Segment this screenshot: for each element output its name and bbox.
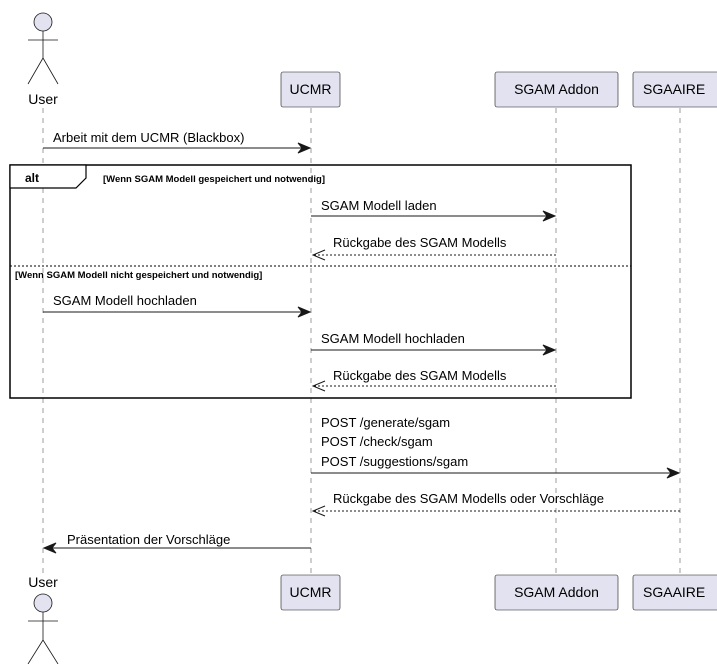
message-label-2: SGAM Modell laden <box>321 198 437 213</box>
alt-fragment: alt [Wenn SGAM Modell gespeichert und no… <box>9 164 632 399</box>
alt-condition-2: [Wenn SGAM Modell nicht gespeichert und … <box>15 270 262 281</box>
actor-head-icon-bottom <box>33 593 53 613</box>
actor-head-icon <box>33 12 53 32</box>
message-label-7-line-2: POST /check/sgam <box>321 434 433 449</box>
participant-label-sgam-addon-bottom: SGAM Addon <box>514 584 599 600</box>
message-label-7-line-3: POST /suggestions/sgam <box>321 454 468 469</box>
alt-condition-1: [Wenn SGAM Modell gespeichert und notwen… <box>103 174 325 185</box>
message-label-8: Rückgabe des SGAM Modells oder Vorschläg… <box>333 491 604 506</box>
participant-ucmr-bottom: UCMR <box>280 574 341 611</box>
participant-label-sgam-addon-top: SGAM Addon <box>514 81 599 97</box>
participant-sgaaire-top: SGAAIRE <box>632 71 717 108</box>
alt-label: alt <box>25 171 39 185</box>
participant-label-user-top: User <box>28 91 58 107</box>
participant-label-ucmr-bottom: UCMR <box>290 584 332 600</box>
actor-user-top: User <box>27 12 59 107</box>
message-label-9: Präsentation der Vorschläge <box>67 532 230 547</box>
message-label-3: Rückgabe des SGAM Modells <box>333 235 507 250</box>
participant-sgam-addon-top: SGAM Addon <box>494 71 619 108</box>
participant-sgam-addon-bottom: SGAM Addon <box>494 574 619 611</box>
participant-label-sgaaire-bottom: SGAAIRE <box>643 584 705 600</box>
message-label-1: Arbeit mit dem UCMR (Blackbox) <box>53 130 244 145</box>
participant-ucmr-top: UCMR <box>280 71 341 108</box>
message-label-7-line-1: POST /generate/sgam <box>321 415 450 430</box>
message-label-5: SGAM Modell hochladen <box>321 331 465 346</box>
participant-label-sgaaire-top: SGAAIRE <box>643 81 705 97</box>
participant-label-user-bottom: User <box>28 574 58 590</box>
message-label-4: SGAM Modell hochladen <box>53 293 197 308</box>
participant-label-ucmr-top: UCMR <box>290 81 332 97</box>
message-label-6: Rückgabe des SGAM Modells <box>333 368 507 383</box>
actor-user-bottom: User <box>27 574 59 664</box>
participant-sgaaire-bottom: SGAAIRE <box>632 574 717 611</box>
